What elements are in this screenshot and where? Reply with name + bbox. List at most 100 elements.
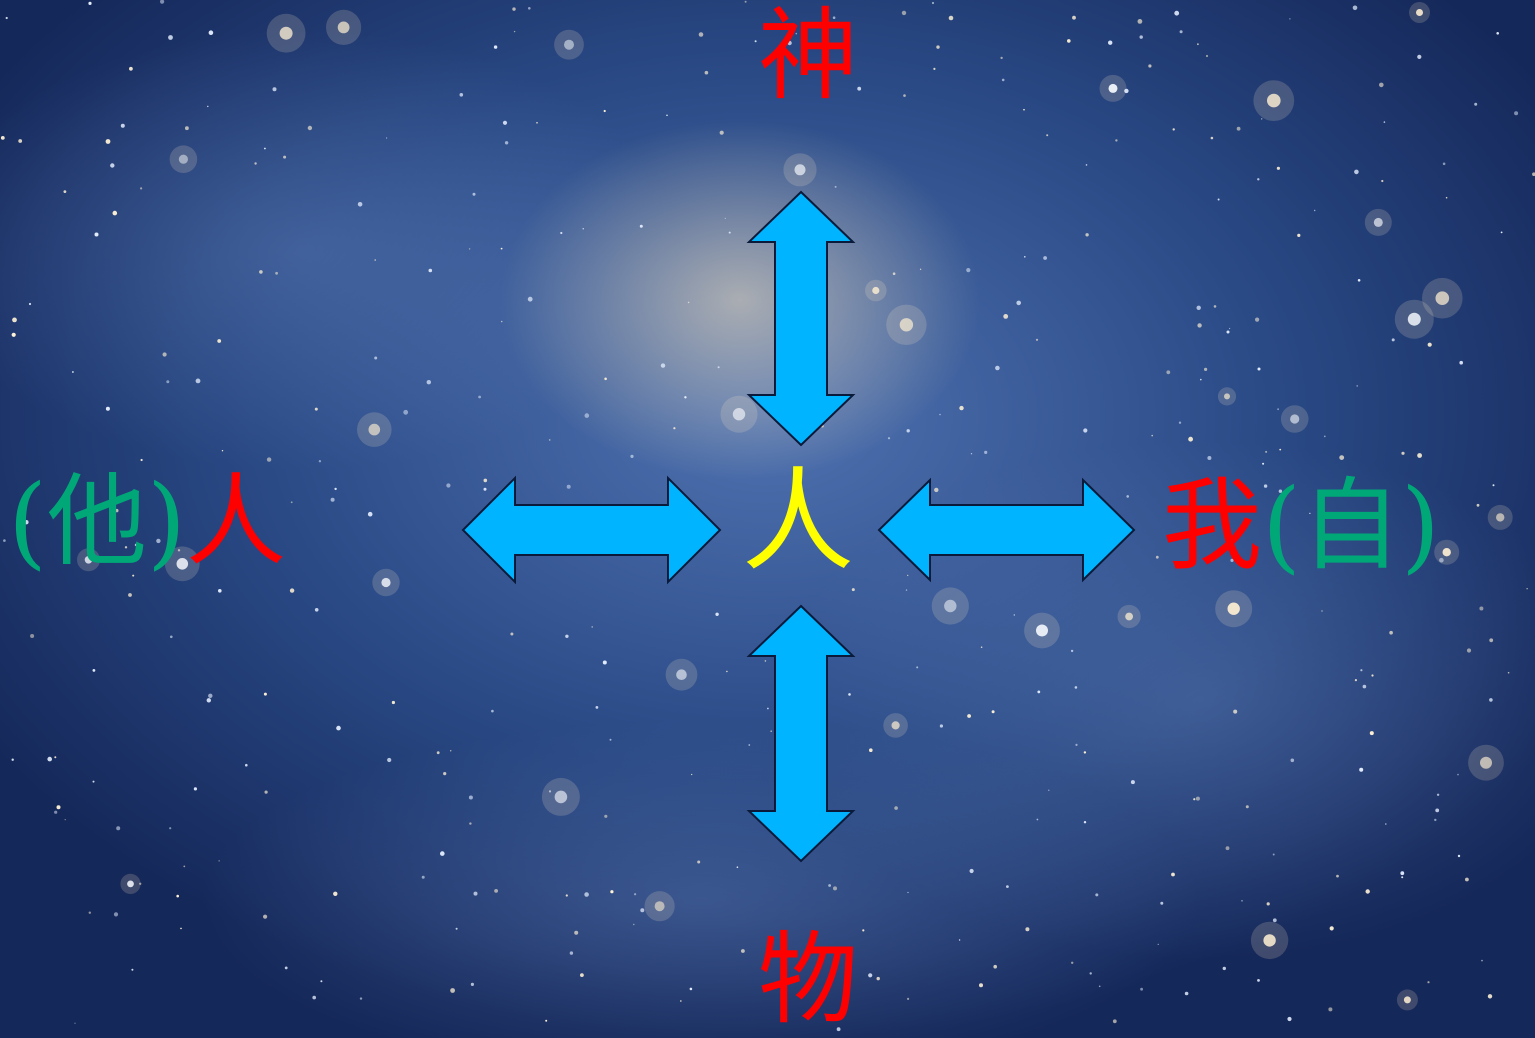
star <box>1373 217 1383 227</box>
left-right-arrow-left <box>461 475 722 585</box>
star <box>1480 756 1492 769</box>
star <box>140 187 143 190</box>
star <box>1188 436 1193 442</box>
star <box>1157 943 1159 946</box>
star <box>857 86 862 91</box>
star <box>177 549 181 552</box>
star <box>536 122 538 124</box>
star <box>5 16 8 20</box>
star <box>470 982 474 987</box>
star <box>18 139 23 143</box>
star-glow <box>1250 921 1289 960</box>
star <box>666 114 668 117</box>
left-paren-close: ) <box>147 463 187 580</box>
star <box>719 130 724 135</box>
star-glow <box>120 873 141 895</box>
star <box>633 923 635 926</box>
star <box>554 790 568 804</box>
star <box>764 660 767 662</box>
star <box>1267 93 1281 108</box>
star <box>1365 889 1370 894</box>
star <box>450 988 455 993</box>
star <box>1356 385 1358 387</box>
star <box>359 997 363 1000</box>
star <box>357 202 363 207</box>
star <box>1266 902 1270 906</box>
star <box>1155 555 1159 559</box>
star <box>1137 19 1143 24</box>
star <box>1024 255 1026 258</box>
star <box>284 966 288 970</box>
star <box>428 268 433 273</box>
star <box>1003 314 1009 319</box>
star <box>176 558 189 570</box>
star <box>195 378 201 384</box>
star <box>698 32 704 37</box>
star <box>676 669 687 680</box>
star <box>1289 18 1291 20</box>
star <box>736 866 739 868</box>
star <box>1401 451 1405 455</box>
star <box>245 763 248 767</box>
star <box>1037 690 1041 694</box>
star-glow <box>372 568 400 597</box>
star <box>832 16 836 20</box>
star-glow <box>1280 405 1309 433</box>
star <box>1072 15 1076 20</box>
star <box>161 558 165 562</box>
star <box>673 427 676 430</box>
star <box>263 692 267 696</box>
star <box>275 271 278 275</box>
star <box>939 724 944 728</box>
star <box>1227 602 1240 615</box>
star <box>1465 877 1469 882</box>
star-glow <box>1468 744 1504 781</box>
star <box>180 927 182 930</box>
star <box>168 35 173 40</box>
star <box>92 669 96 672</box>
star <box>848 693 851 696</box>
star <box>443 772 447 776</box>
star <box>1354 169 1359 175</box>
star-glow <box>1217 387 1237 406</box>
star <box>1195 796 1200 801</box>
star <box>1532 172 1535 176</box>
star <box>330 497 335 502</box>
star <box>217 339 222 343</box>
star <box>741 949 745 953</box>
left-right-arrow-right <box>877 477 1136 583</box>
star <box>907 997 910 1001</box>
star <box>1000 56 1003 60</box>
star <box>1369 731 1374 736</box>
star <box>3 539 6 542</box>
star <box>206 698 211 703</box>
star <box>218 589 222 593</box>
star <box>483 478 488 483</box>
star <box>307 125 313 131</box>
star <box>1357 279 1361 282</box>
star <box>1442 162 1446 166</box>
star <box>691 773 693 776</box>
star <box>1013 614 1015 616</box>
star <box>11 758 14 761</box>
star <box>272 87 277 92</box>
star-glow <box>1215 590 1253 628</box>
right-paren-open: ( <box>1262 467 1302 584</box>
star <box>869 748 873 752</box>
right-paren-close: ) <box>1401 467 1441 584</box>
star <box>1001 78 1005 82</box>
star <box>527 296 533 302</box>
star <box>1371 674 1374 677</box>
star <box>1226 330 1230 334</box>
star <box>1263 484 1268 488</box>
star <box>259 270 263 274</box>
star <box>264 790 268 794</box>
star <box>548 439 551 441</box>
star <box>1434 818 1437 822</box>
star <box>1126 495 1129 498</box>
star <box>367 511 373 517</box>
star <box>565 634 569 638</box>
star <box>156 538 161 544</box>
star <box>510 632 514 636</box>
